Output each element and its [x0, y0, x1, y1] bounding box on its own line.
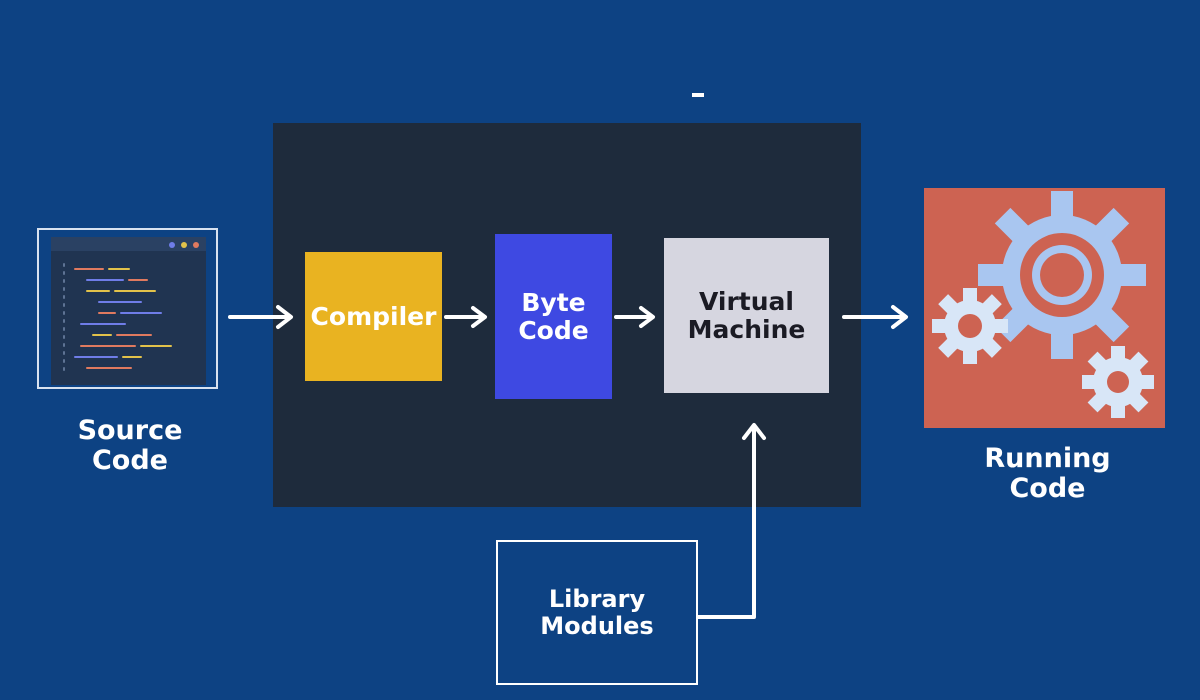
- code-editor-icon: [51, 237, 206, 385]
- running-code-label: Running Code: [984, 442, 1111, 504]
- window-dot-icon: [169, 242, 175, 248]
- dash-marker: [692, 93, 704, 97]
- virtual-machine-label: Virtual Machine: [687, 286, 806, 344]
- compiler-node: Compiler: [305, 252, 442, 381]
- editor-titlebar: [51, 237, 206, 251]
- gears-icon: [932, 191, 1154, 418]
- virtual-machine-node: Virtual Machine: [664, 238, 829, 393]
- library-modules-label: Library Modules: [540, 584, 654, 640]
- library-modules-node: Library Modules: [496, 540, 698, 685]
- small-gear-icon: [932, 288, 1008, 364]
- large-gear-icon: [978, 191, 1146, 359]
- source-code-frame: [37, 228, 218, 389]
- code-lines-icon: [63, 263, 172, 373]
- source-code-label: Source Code: [77, 414, 183, 476]
- window-dot-icon: [193, 242, 199, 248]
- compiler-label: Compiler: [310, 301, 437, 331]
- window-dot-icon: [181, 242, 187, 248]
- small-gear-icon: [1082, 346, 1154, 418]
- running-code-node: [924, 188, 1165, 428]
- bytecode-node: Byte Code: [495, 234, 612, 399]
- bytecode-label: Byte Code: [518, 287, 589, 345]
